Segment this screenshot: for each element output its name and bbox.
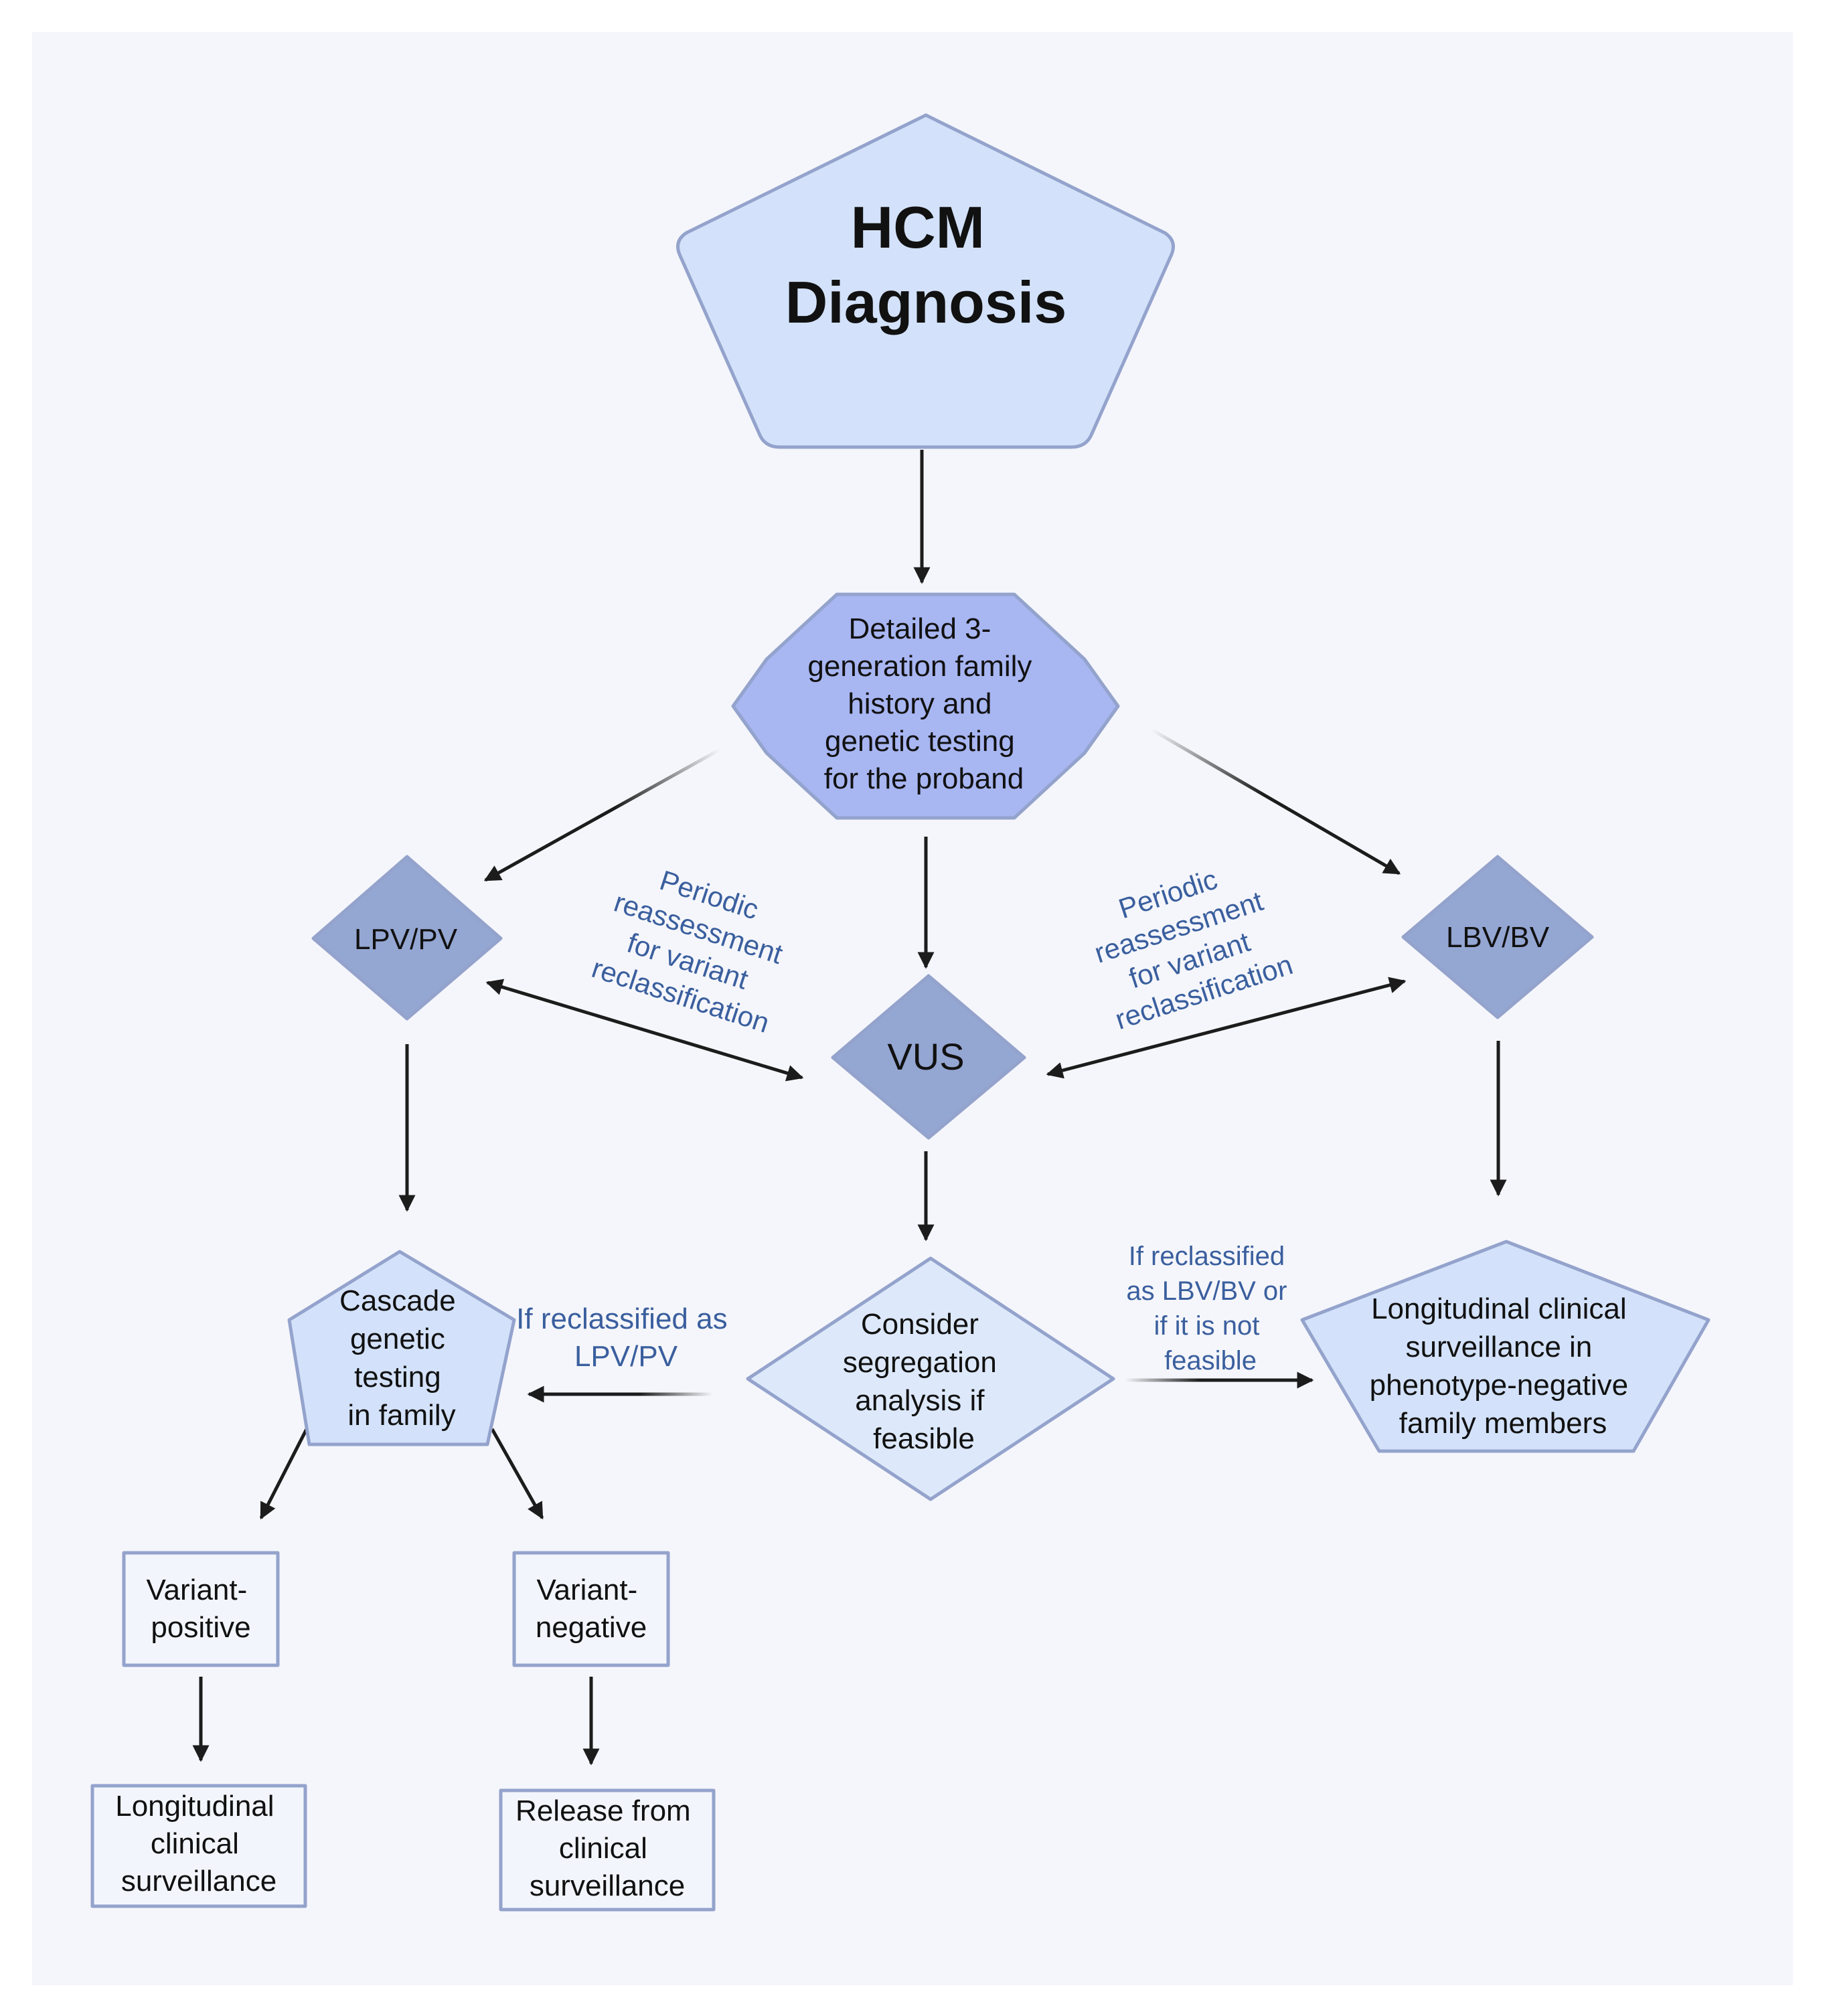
cascade-line-1: Cascade — [339, 1284, 456, 1317]
release-line-1: Release from — [515, 1794, 691, 1827]
varpos-line-2: positive — [151, 1611, 250, 1644]
cascade-line-2: genetic — [350, 1323, 445, 1355]
arrow-cascade-to-variant-positive — [259, 1428, 309, 1520]
hcm-line-2: Diagnosis — [785, 269, 1067, 335]
release-line-3: surveillance — [530, 1869, 685, 1902]
reclass-lpv-line-2: LPV/PV — [574, 1340, 678, 1373]
lpv-line-1: LPV/PV — [354, 923, 458, 956]
release-surveillance-label: Release from clinical surveillance — [515, 1794, 699, 1902]
segregation-line-3: analysis if — [855, 1384, 985, 1417]
family-line-1: Detailed 3- — [848, 612, 991, 645]
longitudinal-surveillance-label: Longitudinal clinical surveillance — [115, 1790, 283, 1898]
longfam-line-4: family members — [1399, 1407, 1607, 1440]
longsurv-line-2: clinical — [151, 1827, 239, 1860]
longitudinal-surveillance-box — [90, 1784, 307, 1908]
arrow-family-to-lpv — [483, 748, 721, 882]
family-line-2: generation family — [807, 650, 1032, 683]
hcm-diagnosis-pentagon — [676, 113, 1175, 449]
connectors — [192, 450, 1507, 1766]
reclass-lpv-line-1: If reclassified as — [516, 1303, 727, 1335]
shapes — [90, 113, 1711, 1912]
longsurv-line-1: Longitudinal — [115, 1790, 274, 1823]
reclass-lbv-line-1: If reclassified — [1129, 1242, 1285, 1271]
vus-label: VUS — [887, 1035, 964, 1078]
variant-negative-box — [512, 1551, 670, 1667]
arrow-lpv-vus-bidirectional — [485, 979, 804, 1082]
vus-diamond — [831, 974, 1026, 1140]
variant-negative-label: Variant- negative — [536, 1574, 647, 1644]
varneg-line-2: negative — [536, 1611, 647, 1644]
family-history-label: Detailed 3- generation family history an… — [807, 612, 1040, 795]
arrow-family-to-lbv — [1150, 728, 1401, 875]
longfam-line-3: phenotype-negative — [1370, 1369, 1629, 1402]
segregation-line-1: Consider — [861, 1308, 979, 1341]
varneg-line-1: Variant- — [536, 1574, 637, 1606]
family-line-4: genetic testing — [825, 725, 1015, 758]
lpv-pv-label: LPV/PV — [354, 923, 458, 956]
longfam-line-2: surveillance in — [1405, 1331, 1592, 1363]
family-history-octagon — [731, 592, 1120, 820]
segregation-diamond — [746, 1256, 1115, 1501]
lpv-pv-diamond — [311, 855, 503, 1021]
segregation-line-4: feasible — [873, 1422, 975, 1455]
longsurv-line-3: surveillance — [121, 1865, 276, 1898]
release-surveillance-box — [499, 1788, 716, 1912]
varpos-line-1: Variant- — [146, 1574, 247, 1606]
reclass-lbv-line-4: feasible — [1164, 1346, 1257, 1375]
arrow-cascade-to-variant-negative — [490, 1428, 544, 1520]
variant-positive-box — [122, 1551, 280, 1667]
reclass-lbv-line-2: as LBV/BV or — [1126, 1276, 1287, 1306]
longfam-line-1: Longitudinal clinical — [1371, 1292, 1627, 1325]
segregation-label: Consider segregation analysis if feasibl… — [843, 1308, 1005, 1455]
longitudinal-family-label: Longitudinal clinical surveillance in ph… — [1370, 1292, 1637, 1440]
family-line-5: for the proband — [824, 762, 1024, 795]
arrow-lbv-vus-bidirectional — [1046, 977, 1407, 1079]
reclassified-lpv-note: If reclassified as LPV/PV — [516, 1303, 736, 1373]
reclass-lbv-line-3: if it is not — [1154, 1311, 1260, 1341]
cascade-line-3: testing — [354, 1361, 441, 1394]
segregation-line-2: segregation — [843, 1346, 997, 1379]
node-labels: HCM Diagnosis Detailed 3- generation fam… — [115, 194, 1637, 1902]
cascade-line-4: in family — [347, 1399, 455, 1432]
hcm-line-1: HCM — [851, 194, 985, 260]
lbv-bv-diamond — [1401, 855, 1594, 1019]
vus-line-1: VUS — [887, 1035, 964, 1078]
variant-positive-label: Variant- positive — [146, 1574, 255, 1644]
family-line-3: history and — [848, 687, 991, 720]
release-line-2: clinical — [559, 1832, 647, 1865]
lbv-bv-label: LBV/BV — [1446, 921, 1550, 954]
cascade-testing-label: Cascade genetic testing in family — [339, 1284, 464, 1432]
reclassified-lbv-note: If reclassified as LBV/BV or if it is no… — [1126, 1242, 1294, 1375]
lbv-line-1: LBV/BV — [1446, 921, 1550, 954]
longitudinal-family-pentagon — [1300, 1240, 1711, 1453]
cascade-testing-pentagon — [287, 1250, 516, 1446]
hcm-diagnosis-label: HCM Diagnosis — [785, 194, 1067, 335]
